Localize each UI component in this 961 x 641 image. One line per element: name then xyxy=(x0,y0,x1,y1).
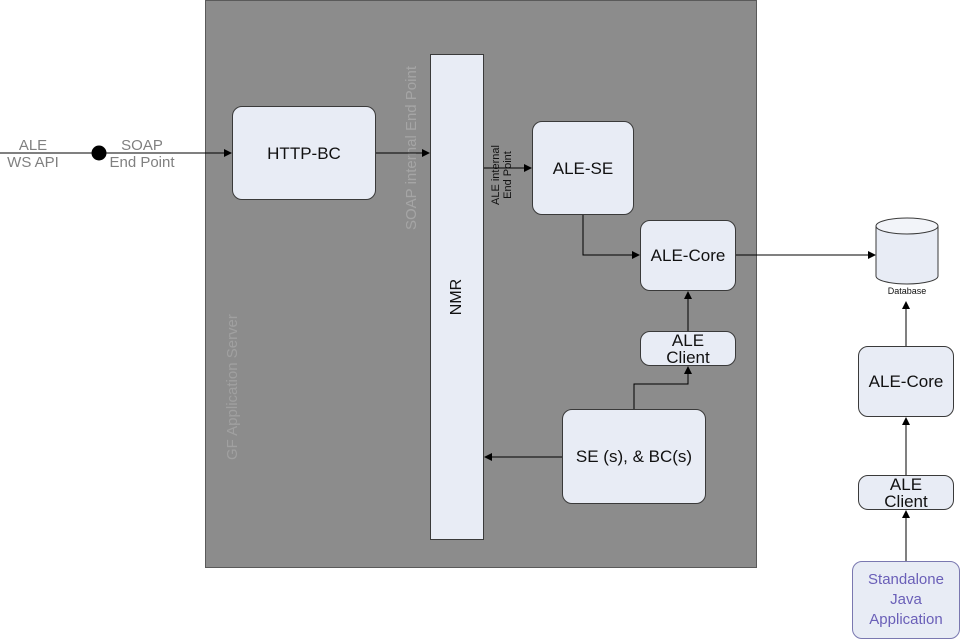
arrow-ale-se-to-ale-core xyxy=(582,215,640,259)
http-bc-label: HTTP-BC xyxy=(267,143,341,163)
ale-ws-api-line1: ALE xyxy=(18,137,48,154)
se-bc-node: SE (s), & BC(s) xyxy=(562,409,706,504)
ale-ws-api-line2: WS API xyxy=(7,154,59,171)
ale-client-inner-node: ALE Client xyxy=(640,331,736,366)
ale-core-inner-node: ALE-Core xyxy=(640,220,736,291)
ale-se-node: ALE-SE xyxy=(532,121,634,215)
standalone-java-app-node: Standalone Java Application xyxy=(852,561,960,639)
standalone-line3: Application xyxy=(869,611,943,628)
ale-client-outer-line2: Client xyxy=(884,491,928,511)
soap-endpoint-label: SOAP End Point xyxy=(104,137,180,171)
standalone-line2: Java xyxy=(890,591,922,608)
ale-se-label: ALE-SE xyxy=(552,158,614,178)
nmr-bus: NMR xyxy=(430,54,484,540)
database-label: Database xyxy=(887,286,927,296)
se-bc-label: SE (s), & BC(s) xyxy=(575,447,693,466)
http-bc-node: HTTP-BC xyxy=(232,106,376,200)
ale-client-outer-node: ALE Client xyxy=(858,475,954,510)
ale-core-outer-node: ALE-Core xyxy=(858,346,954,417)
ale-core-inner-label: ALE-Core xyxy=(650,246,726,265)
ale-client-inner-line1: ALE xyxy=(671,330,705,350)
ale-core-outer-label: ALE-Core xyxy=(868,372,944,391)
soap-endpoint-line1: SOAP xyxy=(121,137,163,154)
ale-ws-api-label: ALE WS API xyxy=(2,137,64,171)
standalone-line1: Standalone xyxy=(868,571,944,588)
database-icon xyxy=(875,217,939,285)
ale-client-inner-line2: Client xyxy=(666,347,710,367)
ale-client-outer-line1: ALE xyxy=(889,474,923,494)
soap-endpoint-line2: End Point xyxy=(109,154,175,171)
arrow-se-bc-to-client xyxy=(633,366,692,409)
soap-endpoint-dot xyxy=(91,145,107,161)
